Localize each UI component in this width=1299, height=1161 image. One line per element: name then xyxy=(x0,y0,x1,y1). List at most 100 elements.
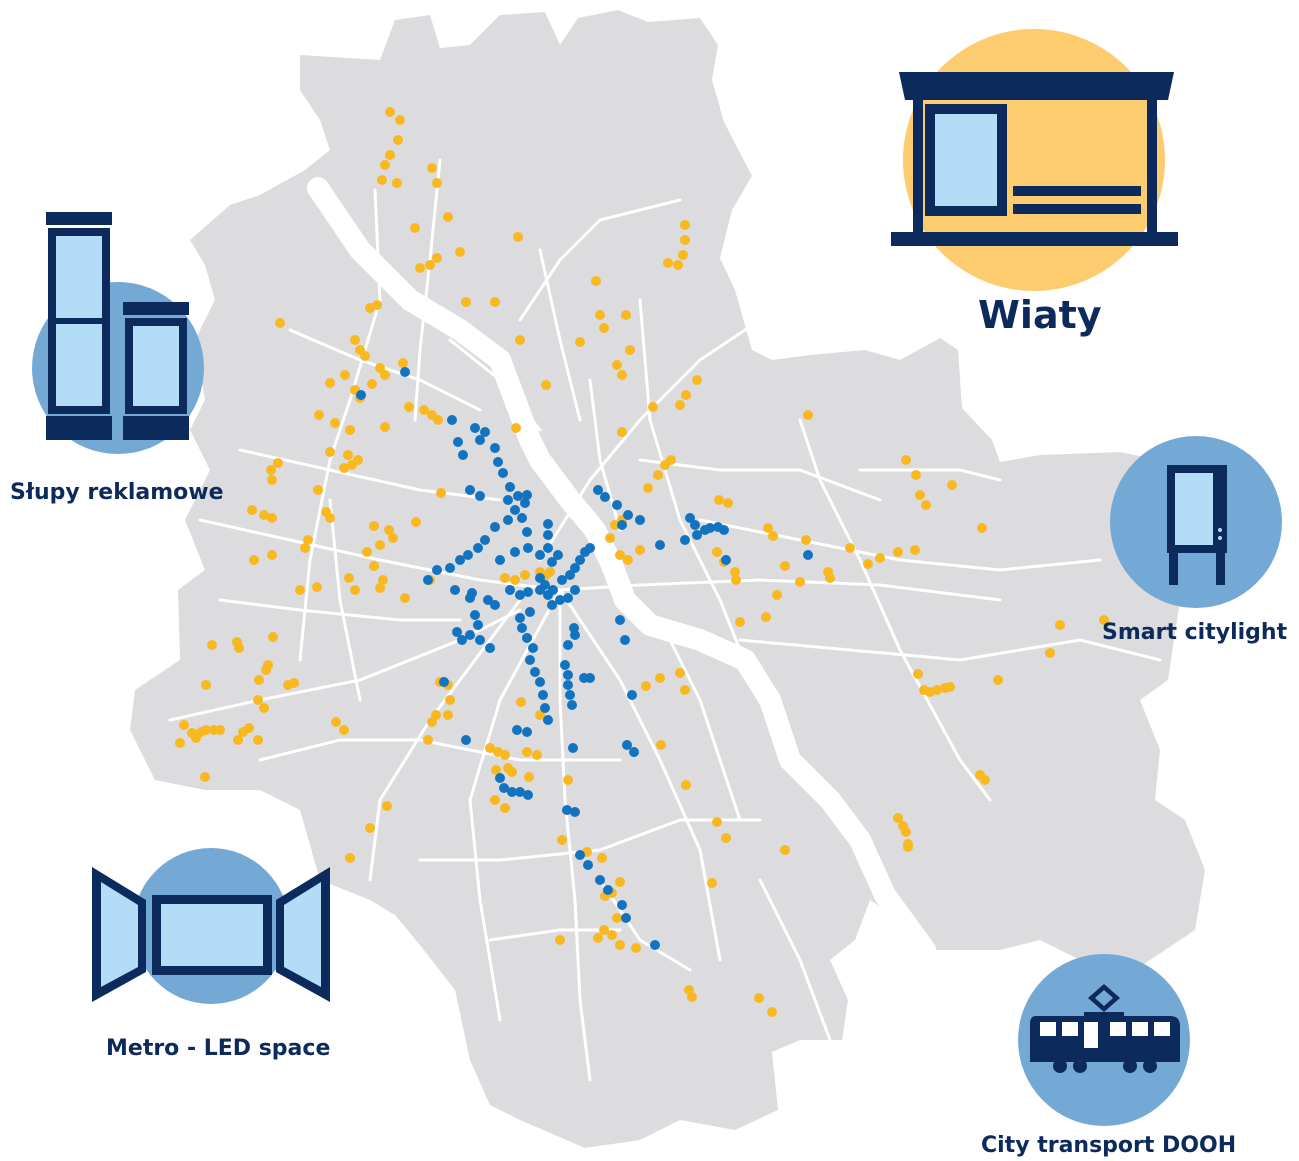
shelter-location-dot xyxy=(365,823,375,833)
metro-location-dot xyxy=(528,643,538,653)
shelter-location-dot xyxy=(515,335,525,345)
shelter-location-dot xyxy=(625,345,635,355)
metro-location-dot xyxy=(600,492,610,502)
shelter-location-dot xyxy=(247,505,257,515)
shelter-location-dot xyxy=(425,260,435,270)
shelter-location-dot xyxy=(331,717,341,727)
metro-location-dot xyxy=(627,690,637,700)
metro-location-dot xyxy=(565,570,575,580)
metro-led-screen-icon xyxy=(92,848,330,1004)
shelter-location-dot xyxy=(921,500,931,510)
shelter-location-dot xyxy=(541,380,551,390)
shelter-location-dot xyxy=(825,573,835,583)
shelter-location-dot xyxy=(993,675,1003,685)
smart-citylight-icon xyxy=(1110,436,1282,608)
shelter-location-dot xyxy=(385,107,395,117)
shelter-location-dot xyxy=(532,750,542,760)
shelter-location-dot xyxy=(673,260,683,270)
shelter-location-dot xyxy=(656,740,666,750)
shelter-location-dot xyxy=(761,612,771,622)
shelter-location-dot xyxy=(415,263,425,273)
shelter-location-dot xyxy=(643,483,653,493)
shelter-location-dot xyxy=(617,427,627,437)
metro-location-dot xyxy=(522,633,532,643)
shelter-location-dot xyxy=(723,498,733,508)
shelter-location-dot xyxy=(275,318,285,328)
shelter-location-dot xyxy=(215,725,225,735)
shelter-location-dot xyxy=(520,570,530,580)
advertising-column-icon xyxy=(32,212,204,454)
shelter-location-dot xyxy=(557,835,567,845)
shelter-location-dot xyxy=(977,523,987,533)
shelter-location-dot xyxy=(687,992,697,1002)
shelter-location-dot xyxy=(388,533,398,543)
shelter-location-dot xyxy=(392,178,402,188)
shelter-location-dot xyxy=(731,575,741,585)
shelter-location-dot xyxy=(615,550,625,560)
shelter-locations xyxy=(175,107,1109,1017)
shelter-location-dot xyxy=(395,115,405,125)
shelter-location-dot xyxy=(707,878,717,888)
shelter-location-dot xyxy=(803,410,813,420)
shelter-location-dot xyxy=(433,415,443,425)
shelter-location-dot xyxy=(607,930,617,940)
shelter-location-dot xyxy=(730,567,740,577)
metro-location-dot xyxy=(470,423,480,433)
metro-location-dot xyxy=(480,427,490,437)
metro-location-dot xyxy=(447,415,457,425)
metro-location-dot xyxy=(510,505,520,515)
metro-location-dot xyxy=(570,585,580,595)
metro-location-dot xyxy=(475,491,485,501)
metro-location-dot xyxy=(505,585,515,595)
shelter-location-dot xyxy=(362,547,372,557)
shelter-location-dot xyxy=(344,573,354,583)
metro-location-dot xyxy=(450,585,460,595)
shelter-location-dot xyxy=(249,555,259,565)
metro-location-dot xyxy=(563,680,573,690)
metro-location-dot xyxy=(563,640,573,650)
metro-location-dot xyxy=(547,600,557,610)
shelter-location-dot xyxy=(350,335,360,345)
metro-locations xyxy=(356,367,813,950)
metro-location-dot xyxy=(525,655,535,665)
metro-location-dot xyxy=(470,610,480,620)
shelter-location-dot xyxy=(911,470,921,480)
shelter-location-dot xyxy=(623,555,633,565)
road xyxy=(468,588,562,1022)
shelter-location-dot xyxy=(393,135,403,145)
metro-location-dot xyxy=(617,520,627,530)
shelter-location-dot xyxy=(563,775,573,785)
shelter-location-dot xyxy=(233,735,243,745)
shelter-location-dot xyxy=(367,379,377,389)
shelter-location-dot xyxy=(712,547,722,557)
shelter-location-dot xyxy=(507,767,517,777)
shelter-location-dot xyxy=(267,513,277,523)
shelter-location-dot xyxy=(712,817,722,827)
shelter-location-dot xyxy=(377,175,387,185)
metro-location-dot xyxy=(445,563,455,573)
road xyxy=(638,458,882,502)
metro-location-dot xyxy=(523,790,533,800)
shelter-location-dot xyxy=(295,585,305,595)
vistula-river xyxy=(307,177,936,961)
shelter-location-dot xyxy=(599,925,609,935)
shelter-location-dot xyxy=(575,337,585,347)
shelter-location-dot xyxy=(980,775,990,785)
shelter-location-dot xyxy=(510,575,520,585)
metro-location-dot xyxy=(452,627,462,637)
shelter-location-dot xyxy=(339,463,349,473)
shelter-location-dot xyxy=(345,853,355,863)
shelter-location-dot xyxy=(863,559,873,569)
metro-location-dot xyxy=(557,575,567,585)
metro-location-dot xyxy=(523,543,533,553)
metro-location-dot xyxy=(583,860,593,870)
metro-location-dot xyxy=(615,615,625,625)
bus-shelter-icon xyxy=(891,29,1178,291)
shelter-location-dot xyxy=(273,458,283,468)
shelter-location-dot xyxy=(795,577,805,587)
road xyxy=(558,588,722,962)
shelter-location-dot xyxy=(432,253,442,263)
shelter-location-dot xyxy=(915,490,925,500)
